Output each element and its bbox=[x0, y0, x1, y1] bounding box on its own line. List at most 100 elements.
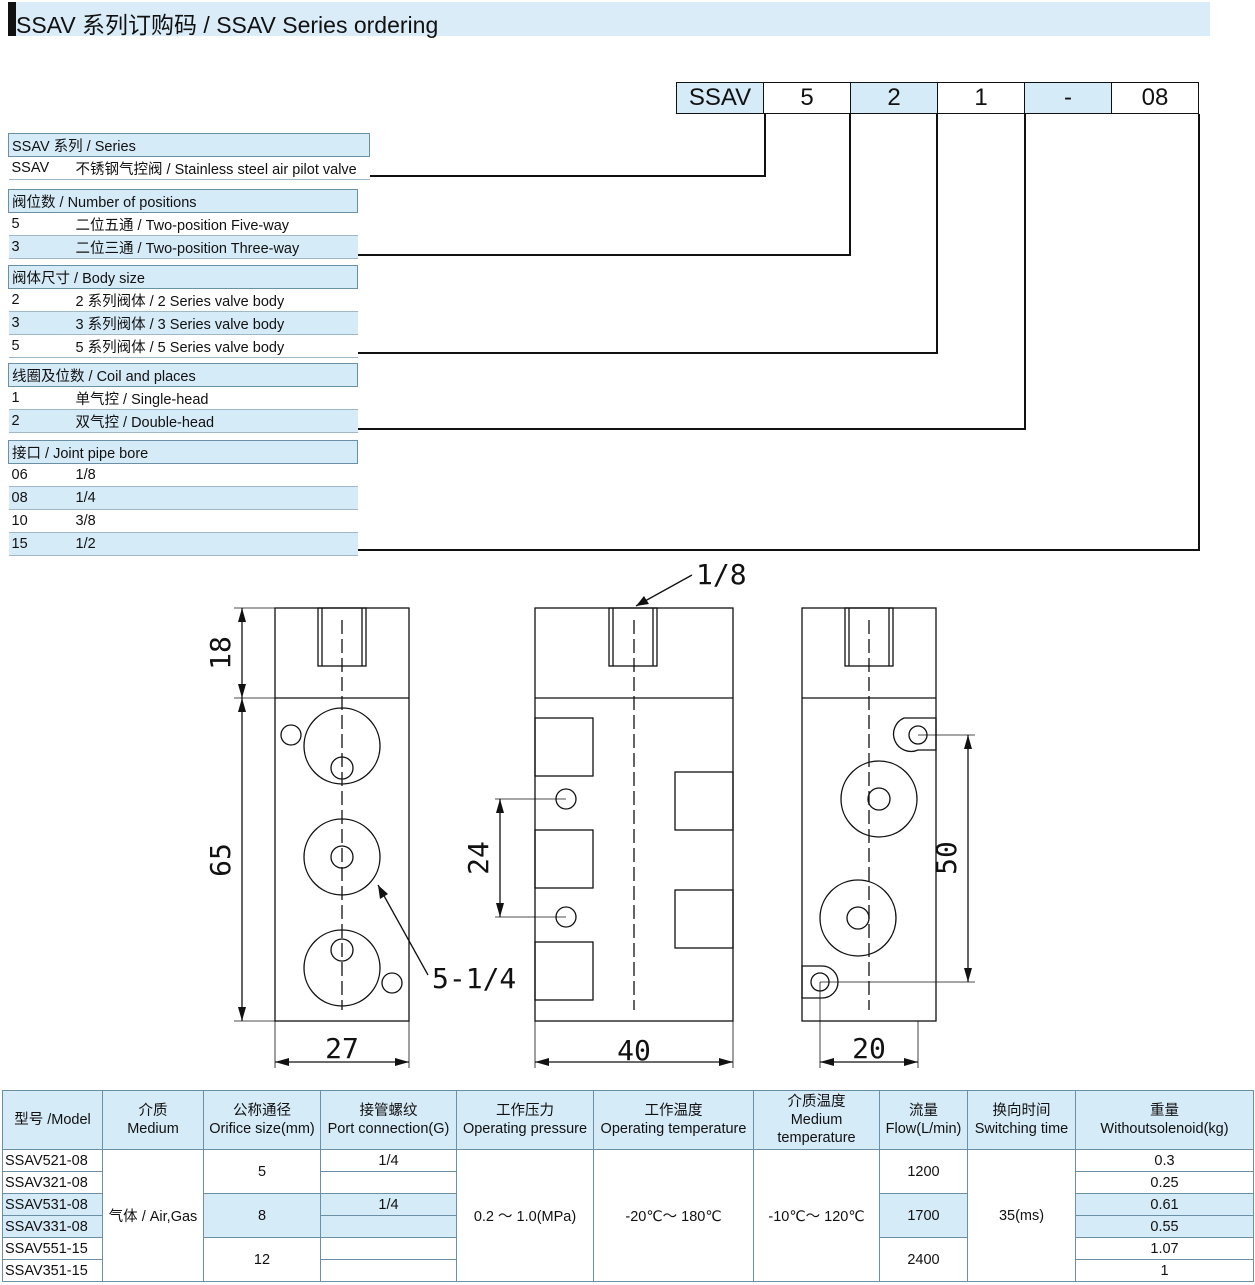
med-temp-cell: -10℃～ 120℃ bbox=[753, 1149, 880, 1282]
option-desc: 5 系列阀体 / 5 Series valve body bbox=[72, 334, 358, 358]
series-title: SSAV 系列 / Series bbox=[8, 133, 370, 157]
option-desc: 双气控 / Double-head bbox=[72, 409, 358, 433]
table-row: SSAV321-08 0.25 bbox=[2, 1171, 1254, 1194]
option-code: 5 bbox=[8, 212, 73, 236]
weight-cell: 0.55 bbox=[1075, 1215, 1254, 1238]
option-code: 5 bbox=[8, 334, 73, 358]
body-size-title: 阀体尺寸 / Body size bbox=[8, 265, 358, 289]
front-view-center bbox=[495, 574, 734, 1068]
flow-cell: 2400 bbox=[879, 1237, 968, 1282]
weight-cell: 0.3 bbox=[1075, 1149, 1254, 1172]
dim-height-body: 65 bbox=[204, 843, 237, 877]
port-cell bbox=[320, 1237, 457, 1260]
side-view-left bbox=[234, 607, 429, 1068]
technical-drawing: 18 65 27 24 40 50 20 1/8 5-1/4 bbox=[204, 114, 1200, 1068]
option-code: 2 bbox=[8, 409, 73, 433]
code-series: SSAV bbox=[676, 82, 764, 114]
col-model: 型号 /Model bbox=[2, 1090, 103, 1150]
weight-cell: 1.07 bbox=[1075, 1237, 1254, 1260]
page-title: SSAV 系列订购码 / SSAV Series ordering bbox=[16, 12, 439, 38]
pilot-port-label: 1/8 bbox=[696, 558, 747, 591]
dim-height-top: 18 bbox=[204, 636, 237, 670]
coil-title: 线圈及位数 / Coil and places bbox=[8, 363, 358, 387]
dimension-arrowheads bbox=[238, 596, 972, 1066]
option-desc: 2 系列阀体 / 2 Series valve body bbox=[72, 288, 358, 312]
option-desc: 不锈钢气控阀 / Stainless steel air pilot valve bbox=[72, 156, 370, 180]
orifice-cell: 8 bbox=[203, 1193, 321, 1238]
option-desc: 二位三通 / Two-position Three-way bbox=[72, 235, 358, 259]
option-desc: 1/8 bbox=[72, 463, 358, 487]
option-desc: 1/4 bbox=[72, 486, 358, 510]
header-accent-bar bbox=[8, 2, 16, 36]
model-cell: SSAV551-15 bbox=[2, 1237, 103, 1260]
option-code: 06 bbox=[8, 463, 73, 487]
option-desc: 3/8 bbox=[72, 509, 358, 533]
option-desc: 1/2 bbox=[72, 532, 358, 556]
code-dash: - bbox=[1024, 82, 1112, 114]
side-view-right bbox=[801, 607, 975, 1068]
port-bore-title: 接口 / Joint pipe bore bbox=[8, 440, 358, 464]
orifice-cell: 5 bbox=[203, 1149, 321, 1194]
option-desc: 3 系列阀体 / 3 Series valve body bbox=[72, 311, 358, 335]
model-cell: SSAV351-15 bbox=[2, 1259, 103, 1282]
table-row: SSAV351-15 1 bbox=[2, 1259, 1254, 1282]
model-cell: SSAV531-08 bbox=[2, 1193, 103, 1216]
dim-width-center: 40 bbox=[617, 1034, 651, 1067]
port-cell: 1/4 bbox=[320, 1149, 457, 1172]
code-body-size: 2 bbox=[850, 82, 938, 114]
port-cell: 1/4 bbox=[320, 1193, 457, 1216]
ports-label: 5-1/4 bbox=[432, 962, 516, 995]
weight-cell: 0.25 bbox=[1075, 1171, 1254, 1194]
option-code: 10 bbox=[8, 509, 73, 533]
model-cell: SSAV321-08 bbox=[2, 1171, 103, 1194]
code-positions: 5 bbox=[763, 82, 851, 114]
code-coil: 1 bbox=[937, 82, 1025, 114]
page-header: SSAV 系列订购码 / SSAV Series ordering bbox=[8, 2, 1210, 38]
pressure-cell: 0.2 ～ 1.0(MPa) bbox=[456, 1149, 594, 1282]
port-cell bbox=[320, 1215, 457, 1238]
switching-cell: 35(ms) bbox=[967, 1149, 1076, 1282]
port-cell bbox=[320, 1171, 457, 1194]
model-cell: SSAV521-08 bbox=[2, 1149, 103, 1172]
op-temp-cell: -20℃～ 180℃ bbox=[593, 1149, 754, 1282]
option-code: 08 bbox=[8, 486, 73, 510]
table-row: SSAV521-08 气体 / Air,Gas 5 1/4 0.2 ～ 1.0(… bbox=[2, 1149, 1254, 1282]
weight-cell: 1 bbox=[1075, 1259, 1254, 1282]
option-desc: 二位五通 / Two-position Five-way bbox=[72, 212, 358, 236]
table-row: SSAV331-08 0.55 bbox=[2, 1215, 1254, 1238]
model-cell: SSAV331-08 bbox=[2, 1215, 103, 1238]
option-code: 1 bbox=[8, 386, 73, 410]
weight-cell: 0.61 bbox=[1075, 1193, 1254, 1216]
dim-width-left: 27 bbox=[325, 1032, 359, 1065]
option-code: SSAV bbox=[8, 156, 73, 180]
flow-cell: 1200 bbox=[879, 1149, 968, 1194]
port-cell bbox=[320, 1259, 457, 1282]
option-code: 15 bbox=[8, 532, 73, 556]
option-code: 2 bbox=[8, 288, 73, 312]
flow-cell: 1700 bbox=[879, 1193, 968, 1238]
dim-hole-spacing: 50 bbox=[930, 841, 963, 875]
code-connector-lines bbox=[358, 114, 1200, 551]
positions-title: 阀位数 / Number of positions bbox=[8, 189, 358, 213]
dim-width-right: 20 bbox=[852, 1032, 886, 1065]
code-port-bore: 08 bbox=[1111, 82, 1199, 114]
medium-cell: 气体 / Air,Gas bbox=[102, 1149, 204, 1282]
option-code: 3 bbox=[8, 311, 73, 335]
dim-port-spacing: 24 bbox=[462, 841, 495, 875]
orifice-cell: 12 bbox=[203, 1237, 321, 1282]
